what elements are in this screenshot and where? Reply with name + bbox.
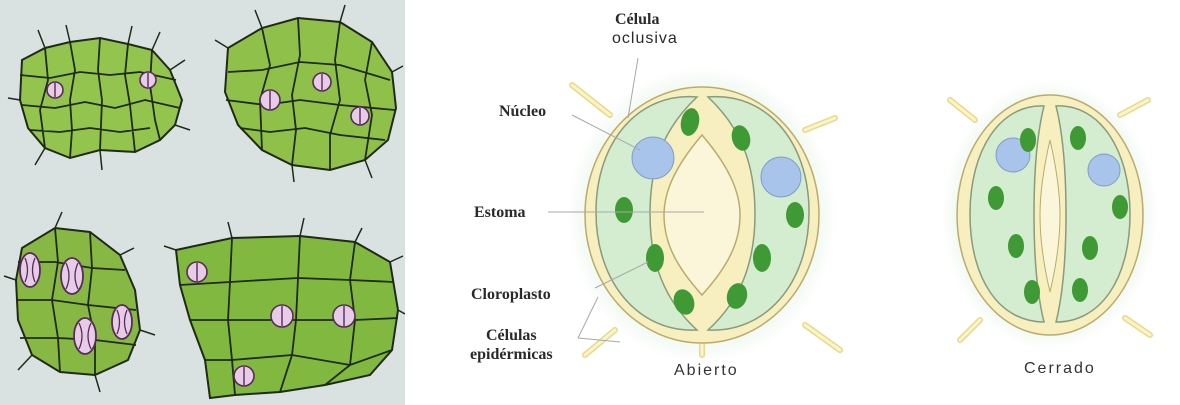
label-epidermal-line2: epidérmicas <box>470 345 553 364</box>
chloroplast <box>615 197 633 223</box>
label-nucleus: Núcleo <box>499 102 546 121</box>
chloroplast <box>1112 195 1128 219</box>
chloroplast <box>1020 128 1036 152</box>
stoma-drawing <box>112 305 132 339</box>
chloroplast <box>786 202 804 228</box>
chloroplast <box>646 244 664 272</box>
chloroplast <box>1072 278 1088 302</box>
stoma-drawing <box>47 82 63 98</box>
epidermis-illustration <box>0 0 405 405</box>
stoma-drawing <box>74 318 96 354</box>
leader-epidermal-1 <box>578 297 598 338</box>
nucleus <box>1088 154 1120 186</box>
stoma-drawing <box>333 305 355 327</box>
stoma-drawing <box>271 305 293 327</box>
label-guard-cell-line1: Célula <box>615 10 678 29</box>
chloroplast <box>753 244 771 272</box>
chloroplast <box>1082 236 1098 260</box>
stoma-drawing <box>140 72 156 88</box>
label-epidermal-cells: Células epidérmicas <box>470 326 553 364</box>
label-stoma: Estoma <box>474 203 526 222</box>
label-guard-cell: Célula oclusiva <box>615 10 678 48</box>
stoma-drawing <box>20 253 40 287</box>
label-epidermal-line1: Células <box>470 326 553 345</box>
stoma-drawing <box>313 73 331 91</box>
caption-open: Abierto <box>674 362 739 380</box>
stoma-drawing <box>61 258 83 294</box>
nucleus <box>761 157 801 197</box>
stoma-drawing <box>351 107 369 125</box>
stoma-drawing <box>187 262 207 282</box>
open-stoma <box>567 67 840 363</box>
chloroplast <box>1024 280 1040 304</box>
chloroplast <box>1008 234 1024 258</box>
nucleus <box>632 137 674 179</box>
caption-closed: Cerrado <box>1024 360 1096 378</box>
chloroplast <box>1070 126 1086 150</box>
chloroplast <box>988 186 1004 210</box>
label-chloroplast: Cloroplasto <box>471 285 551 304</box>
stoma-drawing <box>234 366 254 386</box>
stoma-drawing <box>260 90 280 110</box>
label-guard-cell-line2: oclusiva <box>612 29 678 48</box>
closed-stoma <box>942 80 1158 350</box>
